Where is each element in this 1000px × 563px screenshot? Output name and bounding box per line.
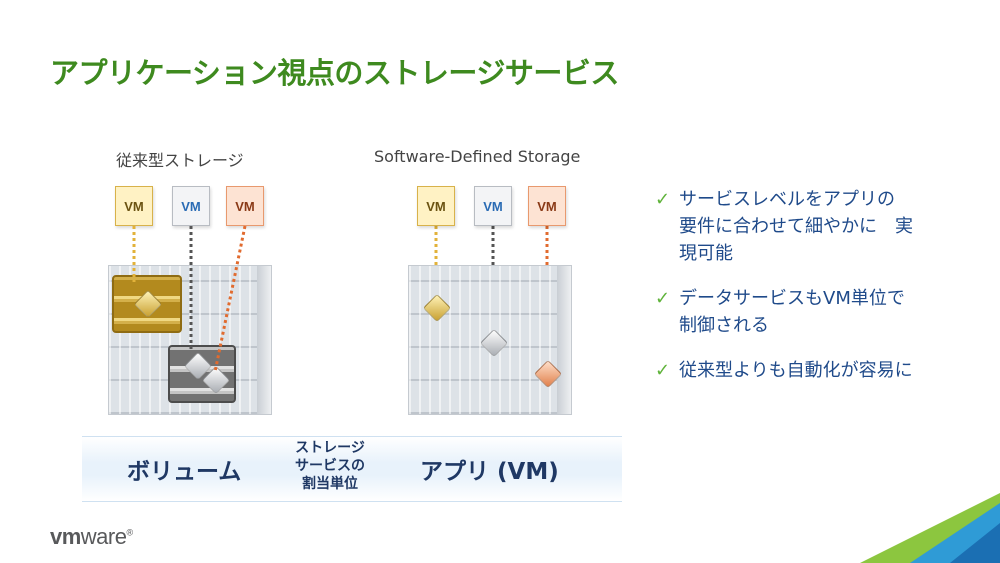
check-icon: ✓	[655, 189, 671, 210]
benefit-item: ✓ データサービスもVM単位で 制御される	[655, 285, 975, 339]
vm-box-silver: VM	[474, 186, 512, 226]
benefit-item: ✓ サービスレベルをアプリの 要件に合わせて細やかに 実 現可能	[655, 186, 975, 267]
allocation-unit-band	[82, 436, 622, 502]
slide-title: アプリケーション視点のストレージサービス	[50, 56, 619, 90]
sds-caption: Software-Defined Storage	[374, 147, 581, 166]
corner-decoration	[860, 493, 1000, 563]
vmware-logo: vmware®	[50, 524, 133, 549]
vm-box-orange: VM	[528, 186, 566, 226]
volume-label: ボリューム	[127, 459, 242, 485]
check-icon: ✓	[655, 360, 671, 381]
vm-box-gold: VM	[115, 186, 153, 226]
allocation-unit-label: ストレージ サービスの 割当単位	[295, 440, 365, 492]
check-icon: ✓	[655, 288, 671, 309]
app-vm-label: アプリ (VM)	[420, 459, 559, 485]
benefit-list: ✓ サービスレベルをアプリの 要件に合わせて細やかに 実 現可能 ✓ データサー…	[655, 186, 975, 402]
vm-box-gold: VM	[417, 186, 455, 226]
vm-box-orange: VM	[226, 186, 264, 226]
benefit-item: ✓ 従来型よりも自動化が容易に	[655, 357, 975, 384]
traditional-storage-caption: 従来型ストレージ	[116, 151, 244, 170]
vm-box-silver: VM	[172, 186, 210, 226]
